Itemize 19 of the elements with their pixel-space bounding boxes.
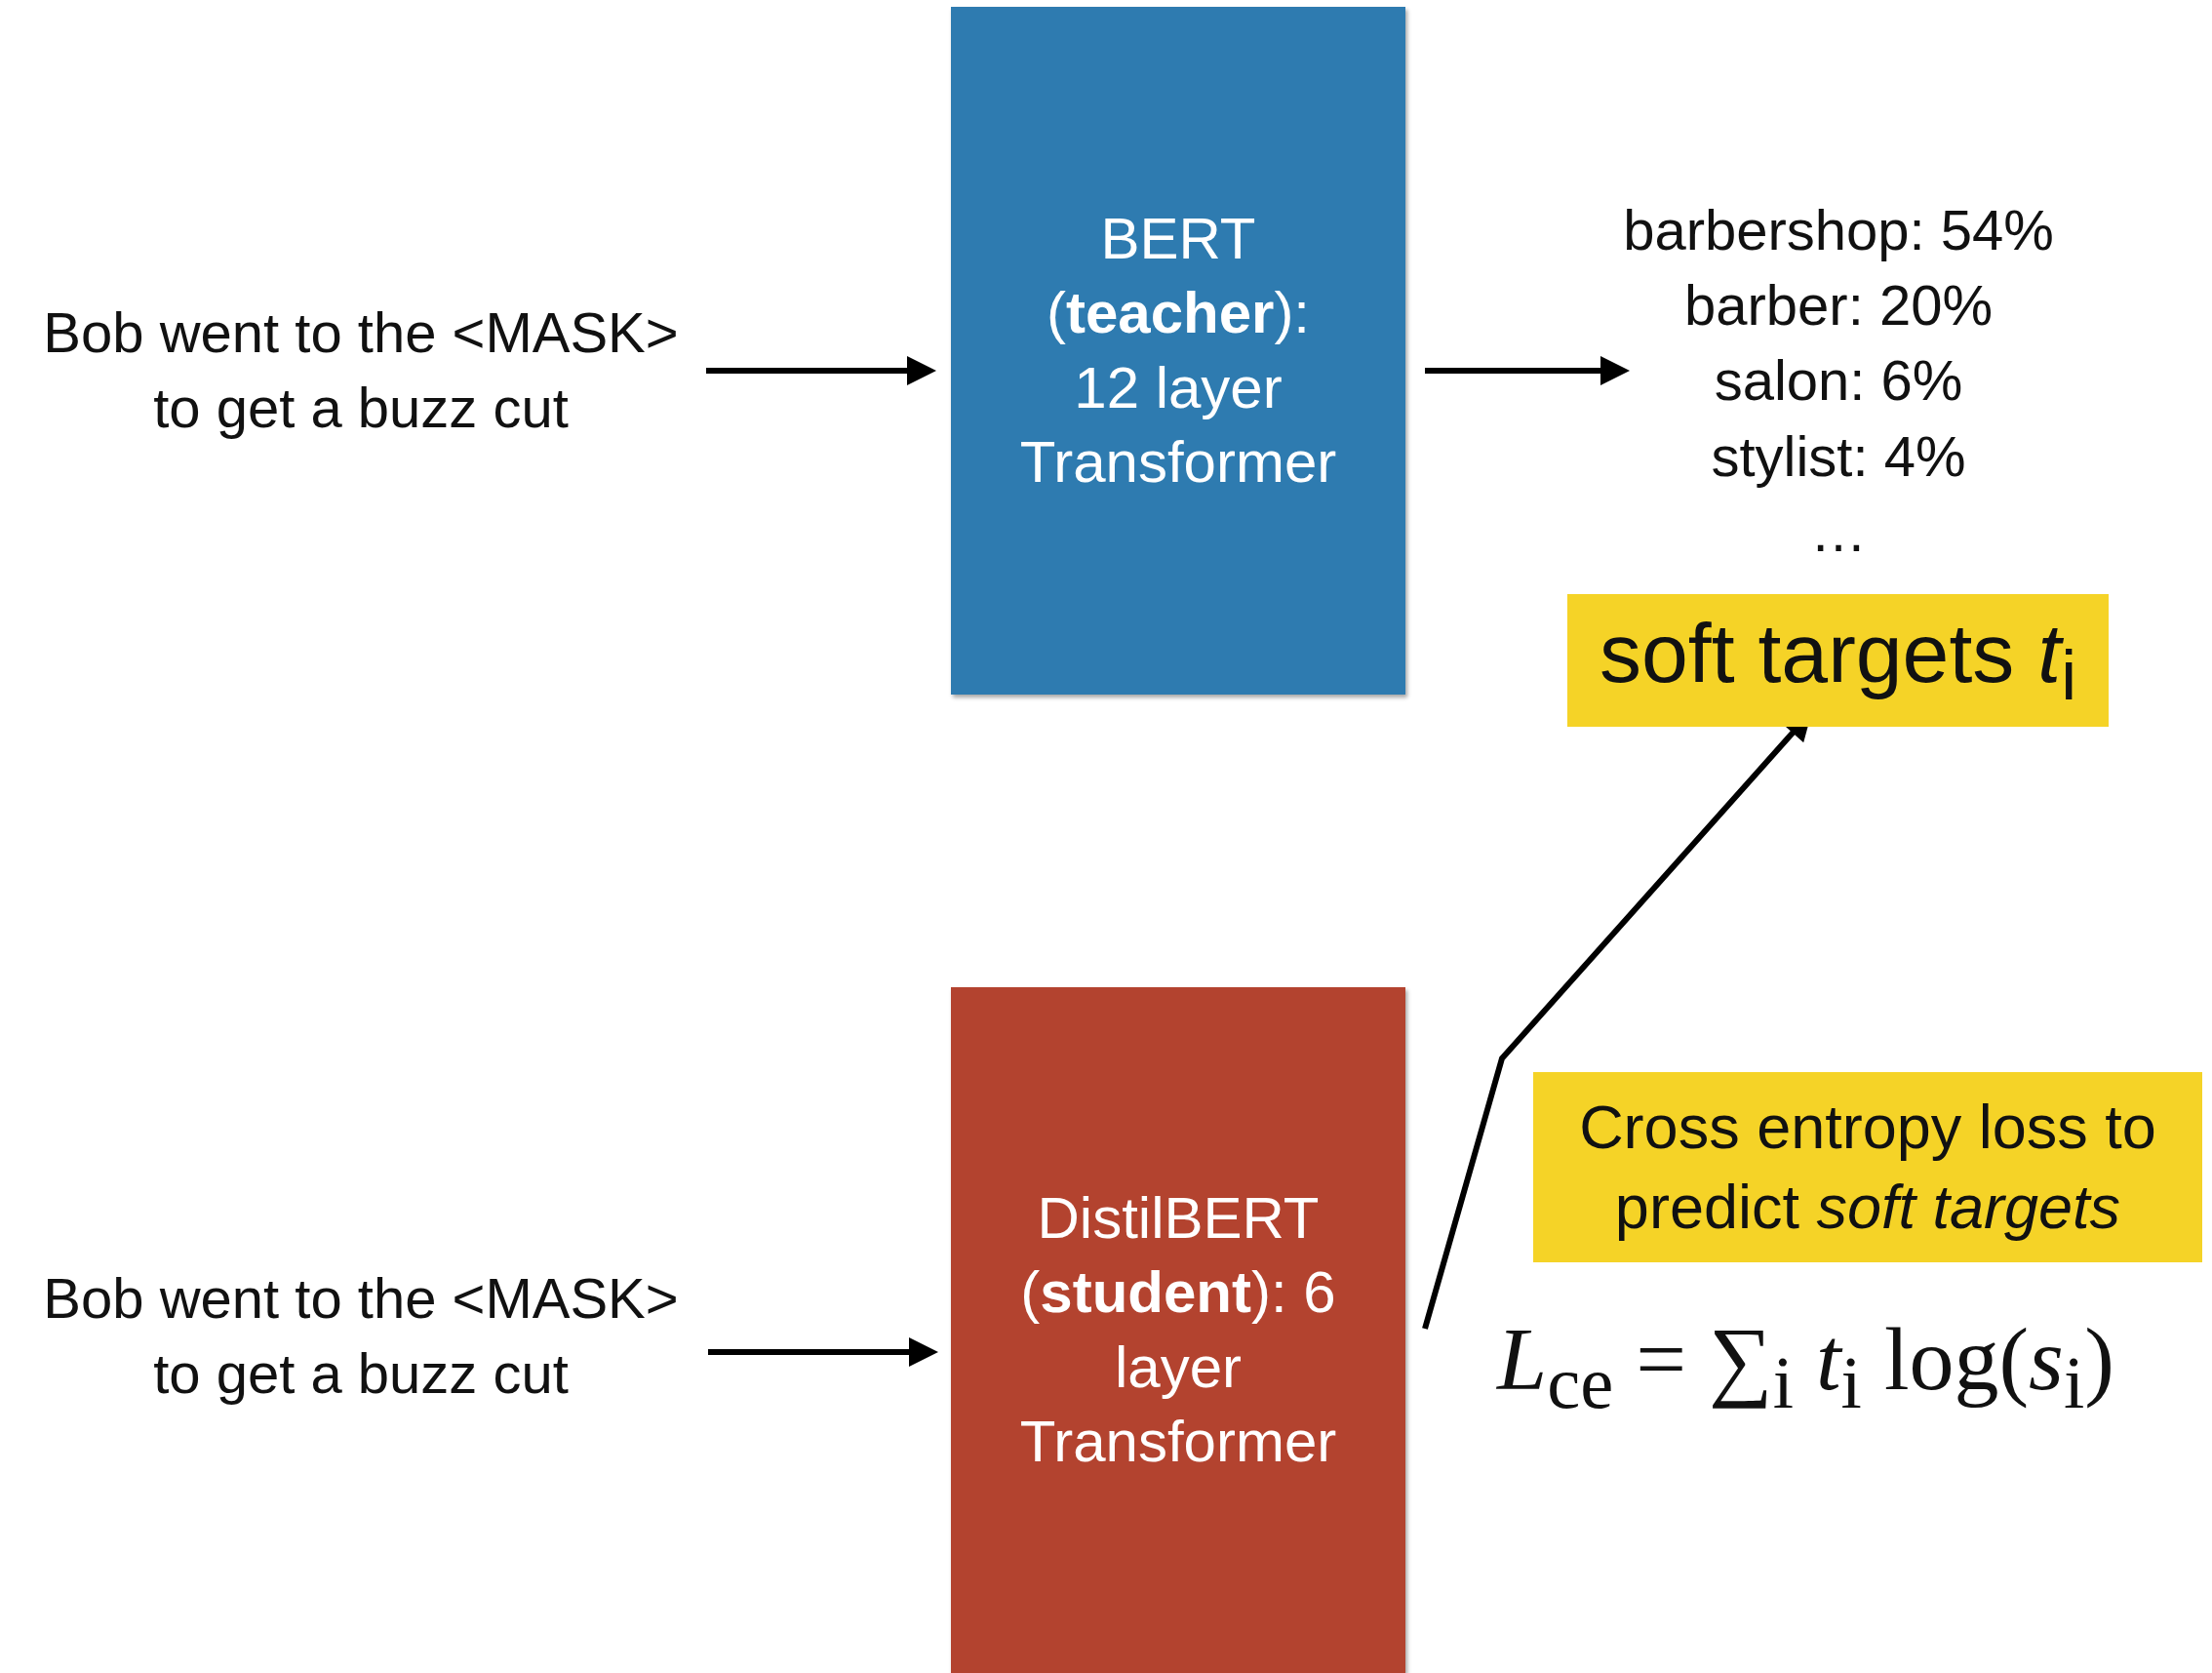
prediction-item: barbershop: 54% [1623, 197, 2054, 264]
prediction-item: salon: 6% [1714, 347, 1963, 415]
prediction-item: stylist: 4% [1711, 422, 1966, 490]
arrow [708, 1337, 938, 1367]
input-sentence: Bob went to the <MASK> to get a buzz cut [42, 299, 680, 441]
prediction-item: barber: 20% [1684, 272, 1993, 339]
loss-formula: L$_{ce}$ = ∑$_{i}$ t$_{i}$ log(s$_{i}$) [1497, 1308, 2114, 1427]
box-label: BERT (teacher): 12 layer Transformer [1018, 205, 1338, 497]
highlight-box [1533, 1072, 2202, 1262]
teacher-model-box [951, 7, 1405, 695]
input-sentence: Bob went to the <MASK> to get a buzz cut [42, 1265, 680, 1407]
prediction-item: … [1810, 498, 1867, 565]
arrow [1425, 356, 1630, 385]
highlight-box [1567, 594, 2109, 727]
box-label: Cross entropy loss to predict soft targets [1578, 1091, 2157, 1243]
arrow [706, 356, 936, 385]
box-label: soft targets t$_{i}$ [1599, 607, 2077, 714]
student-model-box [951, 987, 1405, 1673]
box-label: DistilBERT (student): 6 layer Transformer [1018, 1184, 1338, 1476]
